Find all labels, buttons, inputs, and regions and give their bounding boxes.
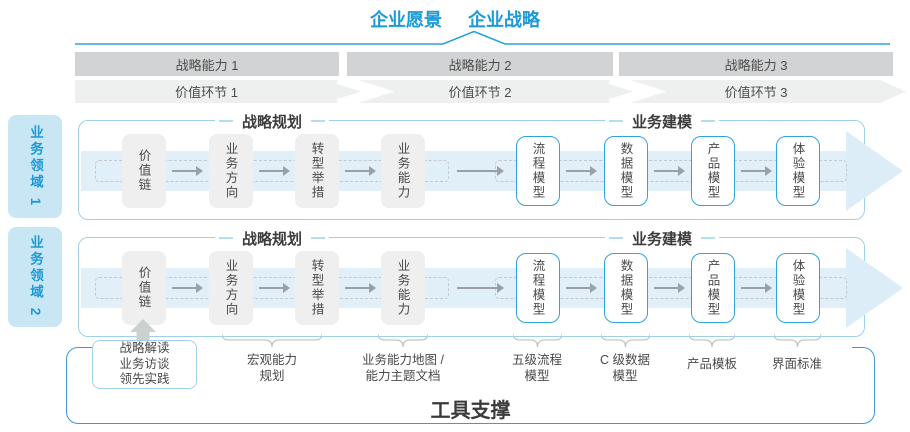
deliverable-label-macro-capability: 宏观能力 规划 [246, 353, 298, 384]
flow-arrow [172, 283, 203, 293]
flow-arrow [259, 283, 290, 293]
flow-arrow [654, 166, 685, 176]
planning-dashed-band [95, 160, 449, 182]
brace-connector [774, 334, 821, 348]
node-value-chain: 价值链 [122, 251, 166, 325]
vision-connector-line [75, 30, 890, 45]
strategy-title: 企业战略 [468, 10, 540, 30]
section-title-planning: 战略规划 [214, 227, 330, 249]
deliverable-label-data-model: C 级数据 模型 [599, 353, 651, 384]
node-business-direction: 业务方向 [209, 134, 253, 208]
section-title-modeling: 业务建模 [604, 110, 720, 132]
value-link-segment-1: 价值环节 1 [175, 85, 238, 100]
deliverable-label-product-template: 产品模板 [686, 357, 738, 371]
flow-arrow-head [846, 248, 903, 328]
flow-arrow [741, 283, 772, 293]
flow-arrow [741, 166, 772, 176]
section-title-modeling: 业务建模 [604, 227, 720, 249]
tool-support-title: 工具支撑 [430, 400, 511, 422]
brace-connector [378, 334, 428, 348]
node-process-model: 流程模型 [516, 136, 560, 206]
flow-arrow [457, 166, 504, 176]
business-domain-tab-2: 业务领域 2 [8, 227, 62, 327]
node-process-model: 流程模型 [516, 253, 560, 323]
node-business-capability: 业务能力 [381, 251, 425, 325]
domain-label: 业务领域 2 [28, 235, 43, 319]
capability-bar-3: 战略能力 3 [619, 52, 893, 76]
value-link-segment-3: 价值环节 3 [724, 85, 788, 100]
section-title-label: 业务建模 [631, 230, 693, 248]
brace-connector [689, 334, 735, 348]
vision-title: 企业愿景 [370, 10, 442, 30]
flow-arrow [172, 166, 203, 176]
flow-arrow [654, 283, 685, 293]
page-title: 企业愿景 企业战略 [0, 6, 910, 32]
domain-label: 业务领域 1 [28, 124, 43, 209]
flow-arrow [457, 283, 504, 293]
node-experience-model: 体验模型 [776, 136, 820, 206]
strategy-inputs-box: 战略解读 业务访谈 领先实践 [92, 340, 197, 389]
node-data-model: 数据模型 [604, 253, 648, 323]
flow-arrow [566, 283, 597, 293]
node-transformation-initiatives: 转型举措 [295, 251, 339, 325]
business-domain-tab-1: 业务领域 1 [8, 115, 62, 218]
node-product-model: 产品模型 [691, 253, 735, 323]
node-business-direction: 业务方向 [209, 251, 253, 325]
capability-bar-1: 战略能力 1 [75, 52, 339, 76]
flow-arrow [345, 166, 376, 176]
section-title-planning: 战略规划 [214, 110, 330, 132]
brace-connector [513, 334, 562, 348]
section-title-label: 业务建模 [631, 113, 693, 131]
deliverable-label-process-model: 五级流程 模型 [511, 353, 563, 384]
flow-arrow [259, 166, 290, 176]
deliverable-label-ui-standard: 界面标准 [771, 357, 823, 371]
capability-bar-2: 战略能力 2 [347, 52, 613, 76]
container-border-mask [100, 345, 852, 351]
brace-connector [222, 334, 322, 348]
domain-row-2: 战略规划 业务建模 价值链 业务方向 转型举措 业务能力 流程模型 数据模型 产… [78, 227, 903, 337]
section-title-label: 战略规划 [241, 113, 303, 131]
brace-connector [601, 334, 650, 348]
node-value-chain: 价值链 [122, 134, 166, 208]
section-title-label: 战略规划 [241, 230, 303, 248]
flow-arrow-head [846, 131, 903, 211]
node-product-model: 产品模型 [691, 136, 735, 206]
deliverable-label-capability-map: 业务能力地图 / 能力主题文档 [362, 353, 444, 384]
domain-row-1: 战略规划 业务建模 价值链 业务方向 转型举措 业务能力 流程模型 数据模型 产… [78, 110, 903, 220]
value-link-segment-2: 价值环节 2 [448, 85, 512, 100]
flow-arrow [566, 166, 597, 176]
value-chain-chevron-band [75, 80, 906, 104]
flow-arrow [345, 283, 376, 293]
node-transformation-initiatives: 转型举措 [295, 134, 339, 208]
node-business-capability: 业务能力 [381, 134, 425, 208]
planning-dashed-band [95, 277, 449, 299]
node-data-model: 数据模型 [604, 136, 648, 206]
node-experience-model: 体验模型 [776, 253, 820, 323]
